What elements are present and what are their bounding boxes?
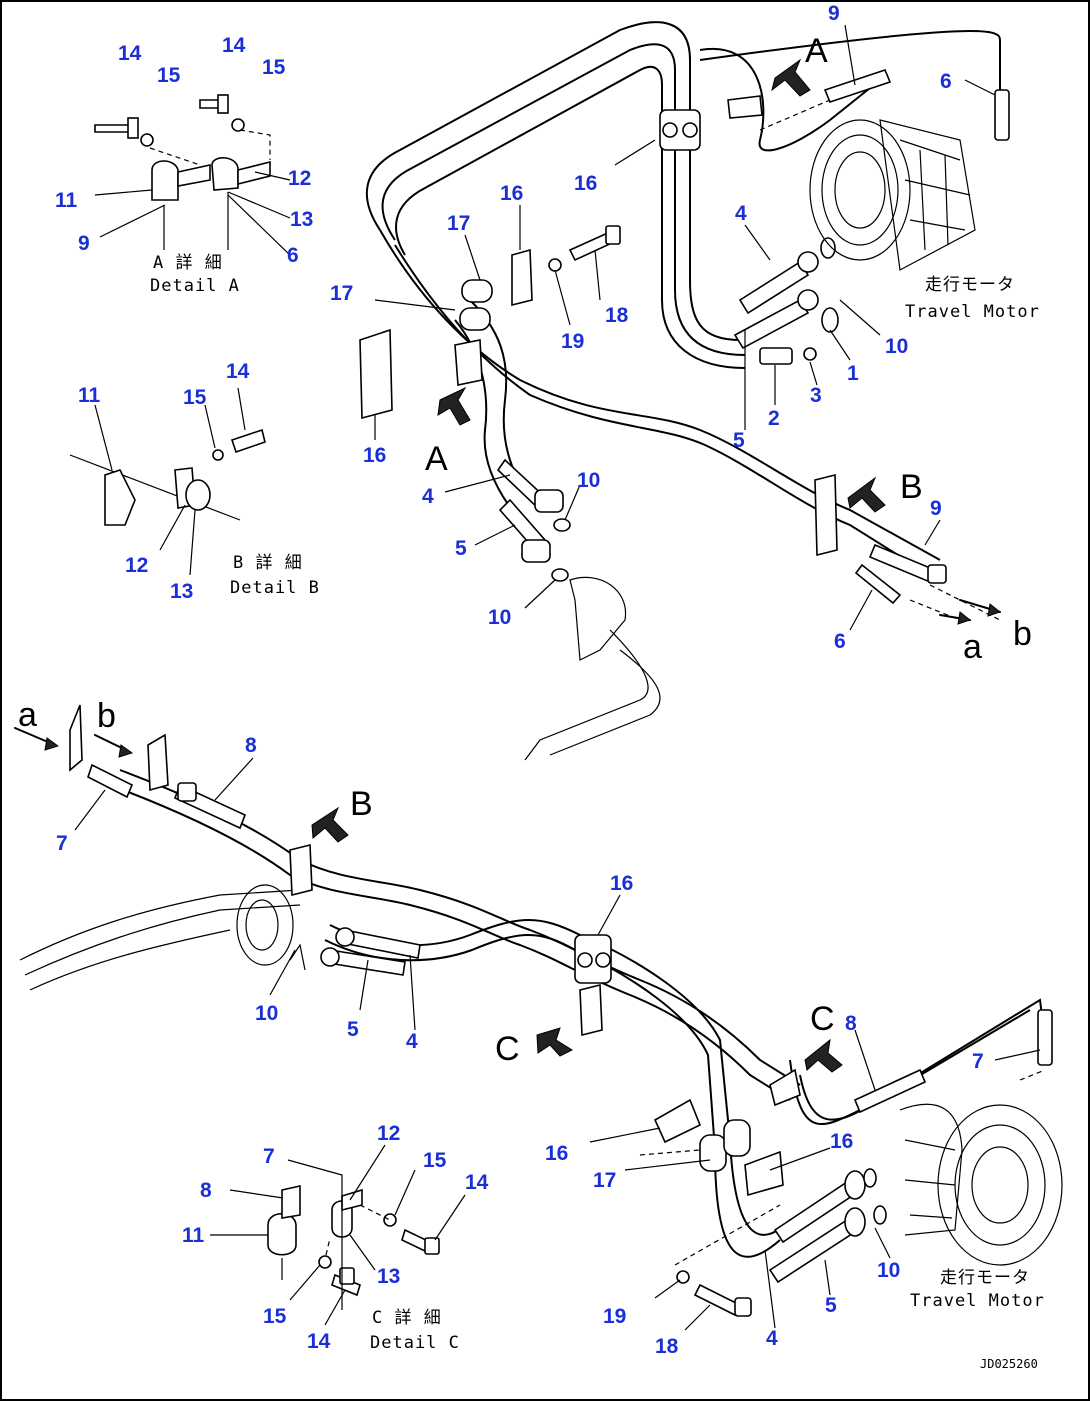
travel-motor-label-en: Travel Motor	[905, 302, 1040, 322]
callout-16: 16	[830, 1130, 853, 1153]
view-letter-b: B	[900, 468, 923, 506]
callout-16: 16	[363, 444, 386, 467]
callout-3: 3	[810, 384, 822, 407]
view-letter-c: C	[495, 1030, 520, 1068]
detail-b-leaders	[94, 387, 246, 576]
upper-leaders	[374, 24, 996, 631]
travel-motor-label-en: Travel Motor	[910, 1291, 1045, 1311]
callout-2: 2	[768, 407, 780, 430]
callout-8: 8	[845, 1012, 857, 1035]
callout-1: 1	[847, 362, 859, 385]
callout-11: 11	[78, 384, 101, 407]
clamp-16-top	[659, 109, 701, 151]
callout-14: 14	[307, 1330, 331, 1353]
callout-10: 10	[488, 606, 511, 629]
lower-assembly	[14, 704, 1063, 1317]
travel-motor-lower	[899, 1103, 1063, 1266]
callout-15: 15	[183, 386, 207, 409]
callout-7: 7	[56, 832, 68, 855]
callout-9: 9	[930, 497, 942, 520]
callout-18: 18	[605, 304, 629, 327]
callout-12: 12	[125, 554, 148, 577]
callout-17: 17	[330, 282, 353, 305]
callout-8: 8	[200, 1179, 212, 1202]
view-letter-c: C	[810, 1000, 835, 1038]
callout-7: 7	[972, 1050, 984, 1073]
callout-14: 14	[226, 360, 250, 383]
detail-a	[94, 94, 271, 201]
callout-15: 15	[262, 56, 286, 79]
callout-6: 6	[940, 70, 952, 93]
callout-9: 9	[78, 232, 90, 255]
detail-b	[69, 428, 266, 526]
callout-7: 7	[263, 1145, 275, 1168]
callout-14: 14	[465, 1171, 489, 1194]
callout-5: 5	[455, 537, 467, 560]
callout-10: 10	[577, 469, 600, 492]
callout-5: 5	[347, 1018, 359, 1041]
callout-4: 4	[406, 1030, 418, 1053]
detail-a-label-en: Detail A	[150, 276, 240, 296]
travel-motor-upper	[809, 119, 976, 271]
callout-17: 17	[447, 212, 470, 235]
callout-10: 10	[885, 335, 908, 358]
callout-6: 6	[834, 630, 846, 653]
connector-label-a: a	[963, 628, 982, 666]
callout-18: 18	[655, 1335, 679, 1358]
callout-9: 9	[828, 2, 840, 25]
callout-6: 6	[287, 244, 299, 267]
connector-label-b: b	[97, 697, 116, 735]
callout-14: 14	[222, 34, 246, 57]
view-letter-b: B	[350, 785, 373, 823]
callout-15: 15	[263, 1305, 287, 1328]
callout-19: 19	[603, 1305, 626, 1328]
callout-17: 17	[593, 1169, 616, 1192]
detail-b-label-en: Detail B	[230, 578, 320, 598]
callout-10: 10	[255, 1002, 278, 1025]
callout-13: 13	[170, 580, 193, 603]
callout-11: 11	[182, 1224, 205, 1247]
detail-c-label-jp: C 詳 細	[372, 1308, 442, 1328]
callout-11: 11	[55, 189, 78, 212]
callout-8: 8	[245, 734, 257, 757]
view-letter-a: A	[805, 32, 828, 70]
detail-a-leaders	[94, 171, 291, 256]
callout-14: 14	[118, 42, 142, 65]
view-letter-a: A	[425, 440, 448, 478]
callout-4: 4	[766, 1327, 778, 1350]
callout-12: 12	[377, 1122, 400, 1145]
callout-13: 13	[290, 208, 313, 231]
connector-label-b: b	[1013, 615, 1032, 653]
detail-c	[267, 1185, 440, 1297]
callout-10: 10	[877, 1259, 900, 1282]
upper-assembly	[359, 21, 1010, 761]
callout-16: 16	[574, 172, 597, 195]
connector-label-a: a	[18, 696, 37, 734]
detail-c-label-en: Detail C	[370, 1333, 460, 1353]
travel-motor-label-jp: 走行モータ	[925, 275, 1015, 295]
drawing-code: JD025260	[980, 1357, 1038, 1371]
travel-motor-label-jp: 走行モータ	[940, 1268, 1030, 1288]
callout-13: 13	[377, 1265, 400, 1288]
callout-19: 19	[561, 330, 584, 353]
callout-5: 5	[825, 1294, 837, 1317]
callout-16: 16	[545, 1142, 568, 1165]
detail-a-label-jp: A 詳 細	[153, 253, 223, 273]
callout-4: 4	[735, 202, 747, 225]
callout-16: 16	[500, 182, 523, 205]
callout-16: 16	[610, 872, 633, 895]
callout-4: 4	[422, 485, 434, 508]
callout-15: 15	[423, 1149, 447, 1172]
clamp-16-middle	[574, 934, 612, 984]
callout-15: 15	[157, 64, 181, 87]
detail-b-label-jp: B 詳 細	[233, 553, 303, 573]
callout-5: 5	[733, 429, 745, 452]
detail-c-leaders	[210, 1144, 466, 1326]
callout-12: 12	[288, 167, 311, 190]
lower-leaders	[74, 757, 1041, 1331]
